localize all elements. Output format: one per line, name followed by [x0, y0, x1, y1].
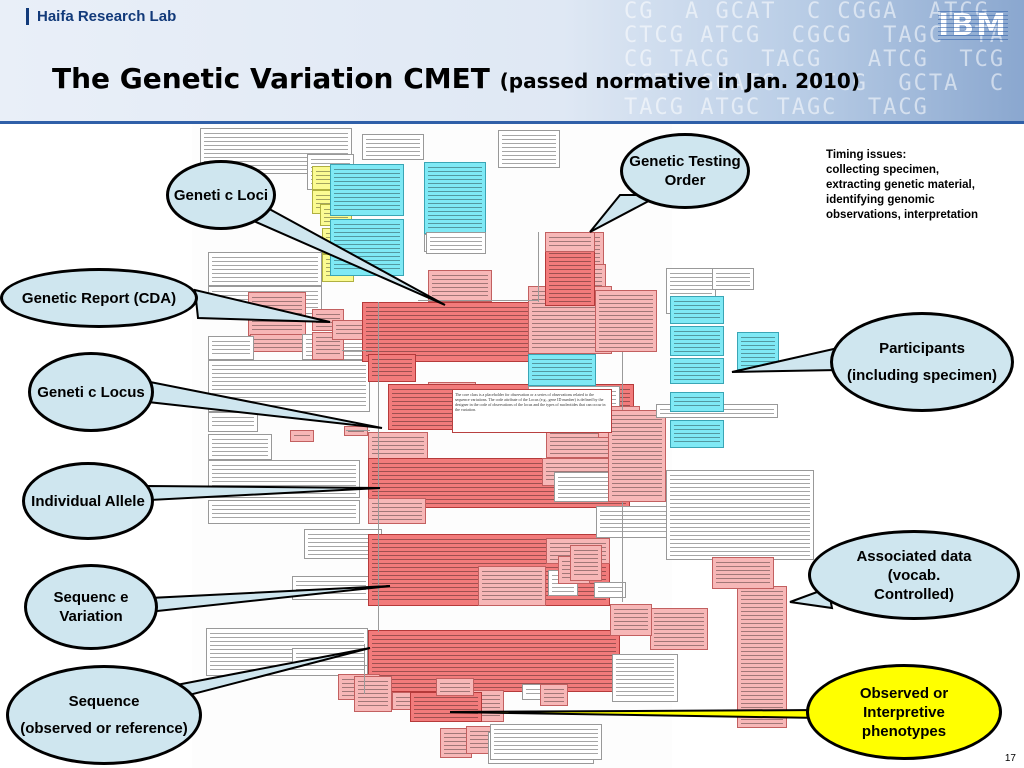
callout-text: (including specimen)	[846, 367, 997, 384]
class-pink	[344, 426, 368, 436]
class-cyan	[737, 332, 779, 370]
class-pink	[737, 586, 787, 728]
association-line	[538, 232, 539, 302]
pointer-individual-allele	[146, 484, 381, 502]
callout-genetic-report: Genetic Report (CDA)	[0, 268, 198, 328]
callout-genetic-testing-order: Genetic Testing Order	[620, 133, 750, 209]
ibm-logo: IBM	[938, 8, 1008, 43]
sequence-class	[368, 630, 620, 692]
callout-genetic-locus: Geneti c Locus	[28, 352, 154, 432]
class-pink	[368, 498, 426, 524]
association-line	[342, 350, 372, 351]
callout-text: Genetic Report (CDA)	[21, 289, 177, 307]
class-pink	[428, 270, 492, 302]
class-red	[368, 354, 416, 382]
association-line	[364, 644, 365, 694]
timing-issues-note: Timing issues: collecting specimen, extr…	[826, 149, 979, 221]
association-line	[418, 300, 538, 301]
class-cyan	[670, 326, 724, 356]
class-pink	[595, 290, 657, 352]
diagram-note	[490, 724, 602, 760]
callout-text: Geneti c Locus	[37, 383, 145, 401]
class-cyan	[424, 162, 486, 234]
pointer-genetic-loci	[237, 203, 446, 306]
callout-sequence-variation: Sequenc e Variation	[24, 564, 158, 650]
diagram-note	[666, 470, 814, 560]
class-cyan	[528, 354, 596, 386]
title-subtitle: (passed normative in Jan. 2010)	[499, 69, 860, 93]
class-cyan	[330, 164, 404, 216]
class-pink	[478, 566, 546, 606]
class-pink	[354, 676, 392, 712]
callout-text: Sequenc e Variation	[53, 589, 129, 625]
class-pink	[290, 430, 314, 442]
callout-text: Genetic Testing Order	[629, 153, 741, 189]
slide-title: The Genetic Variation CMET (passed norma…	[52, 62, 860, 95]
class-pink	[712, 557, 774, 589]
diagram-note	[498, 130, 560, 168]
association-line	[346, 430, 370, 431]
class-cyan	[670, 296, 724, 324]
lab-name: Haifa Research Lab	[26, 8, 176, 25]
diagram-note	[208, 500, 360, 524]
diagram-note	[208, 434, 272, 460]
pointer-genetic-locus	[128, 378, 383, 429]
core-class-note: The core class is a placeholder for obse…	[452, 389, 612, 433]
class-pink	[570, 545, 602, 581]
callout-genetic-loci: Geneti c Loci	[166, 160, 276, 230]
class-cyan	[670, 392, 724, 412]
slide-header: CG A GCAT C CGGA ATCG CTCG ATCG CGCG TAG…	[0, 0, 1024, 124]
pointer-phenotypes	[449, 708, 821, 720]
callout-text: Observed or Interpretive phenotypes	[859, 684, 949, 740]
association-line	[378, 302, 379, 632]
callout-text: Sequence	[68, 693, 140, 710]
diagram-note	[594, 582, 626, 598]
callout-associated-data: Associated data (vocab. Controlled)	[808, 530, 1020, 620]
pointer-sequence-variation	[146, 585, 391, 614]
diagram-note	[208, 252, 322, 286]
callout-text: Individual Allele	[31, 492, 145, 510]
pointer-genetic-report	[193, 288, 331, 323]
callout-text: Participants	[879, 340, 965, 357]
class-cyan	[670, 420, 724, 448]
class-pink	[312, 332, 344, 360]
title-main: The Genetic Variation CMET	[52, 62, 490, 95]
class-pink	[610, 604, 652, 636]
diagram-note	[362, 134, 424, 160]
callout-participants: Participants (including specimen)	[830, 312, 1014, 412]
class-cyan	[670, 358, 724, 384]
class-pink	[540, 684, 568, 706]
callout-text: Associated data (vocab. Controlled)	[856, 547, 972, 603]
callout-text: (observed or reference)	[20, 720, 188, 737]
class-pink	[436, 678, 474, 696]
class-pink	[545, 232, 595, 252]
page-number: 17	[1004, 753, 1016, 764]
diagram-note	[426, 232, 486, 254]
callout-individual-allele: Individual Allele	[22, 462, 154, 540]
diagram-note	[208, 412, 258, 432]
class-cyan	[330, 219, 404, 276]
diagram-note	[712, 268, 754, 290]
callout-sequence: Sequence (observed or reference)	[6, 665, 202, 765]
pointer-participants	[731, 346, 839, 373]
class-pink	[608, 410, 666, 502]
diagram-note	[208, 336, 254, 360]
callout-phenotypes: Observed or Interpretive phenotypes	[806, 664, 1002, 760]
diagram-note	[612, 654, 678, 702]
callout-text: Geneti c Loci	[173, 186, 269, 204]
diagram-note	[596, 506, 674, 538]
